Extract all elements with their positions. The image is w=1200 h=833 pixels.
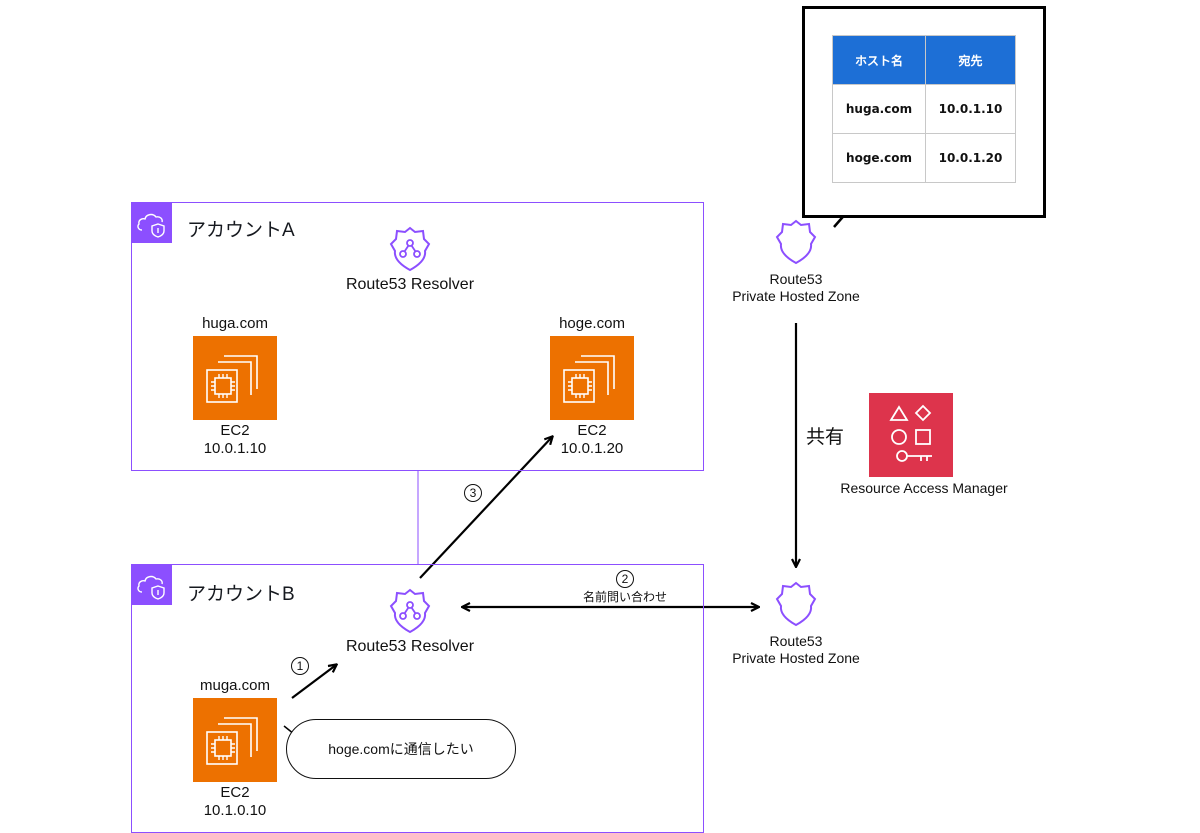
resolver-b-label: Route53 Resolver xyxy=(345,638,475,655)
ec2-icon xyxy=(550,336,634,420)
resolver-a-label: Route53 Resolver xyxy=(345,276,475,293)
ec2-hoge-ip: 10.0.1.20 xyxy=(560,440,624,457)
account-b-title: アカウントB xyxy=(187,584,295,605)
account-a-title: アカウントA xyxy=(187,220,295,241)
host-table-header-destination: 宛先 xyxy=(925,35,1016,85)
ec2-huga-host: huga.com xyxy=(202,315,268,332)
phz-bottom-line2: Private Hosted Zone xyxy=(732,650,860,666)
speech-bubble: hoge.comに通信したい xyxy=(286,719,516,779)
host-table: ホスト名 宛先 huga.com 10.0.1.10 hoge.com 10.0… xyxy=(832,35,1016,183)
step2-number: 2 xyxy=(616,570,634,588)
ec2-huga-type: EC2 xyxy=(220,422,250,439)
speech-bubble-text: hoge.comに通信したい xyxy=(328,741,474,757)
step1-arrow xyxy=(291,665,336,699)
ec2-icon xyxy=(193,336,277,420)
table-cell-destination: 10.0.1.10 xyxy=(925,84,1016,134)
phz-bottom-line1: Route53 xyxy=(769,633,823,649)
ec2-huga-ip: 10.0.1.10 xyxy=(203,440,267,457)
table-row: hoge.com 10.0.1.20 xyxy=(832,133,1016,183)
ec2-muga-ip: 10.1.0.10 xyxy=(203,802,267,819)
host-table-header-hostname: ホスト名 xyxy=(832,35,926,85)
phz-top-line1: Route53 xyxy=(769,271,823,287)
route53-hosted-zone-icon xyxy=(772,580,820,628)
cloud-account-icon xyxy=(132,565,172,605)
resource-access-manager-icon xyxy=(869,393,953,477)
ec2-hoge-type: EC2 xyxy=(577,422,607,439)
route53-resolver-icon xyxy=(386,587,434,635)
cloud-account-icon xyxy=(132,203,172,243)
ec2-muga-type: EC2 xyxy=(220,784,250,801)
table-cell-hostname: hoge.com xyxy=(832,133,926,183)
table-cell-destination: 10.0.1.20 xyxy=(925,133,1016,183)
ram-label: Resource Access Manager xyxy=(840,480,1008,496)
step1-number: 1 xyxy=(291,657,309,675)
step3-arrow xyxy=(419,437,552,579)
share-label: 共有 xyxy=(805,427,844,448)
step2-label: 名前問い合わせ xyxy=(582,590,667,604)
ec2-hoge-host: hoge.com xyxy=(559,315,625,332)
step3-number: 3 xyxy=(464,484,482,502)
account-a-box: アカウントA xyxy=(131,202,704,471)
phz-top-line2: Private Hosted Zone xyxy=(732,288,860,304)
route53-hosted-zone-icon xyxy=(772,218,820,266)
table-row: huga.com 10.0.1.10 xyxy=(832,84,1016,134)
route53-resolver-icon xyxy=(386,225,434,273)
ec2-muga-host: muga.com xyxy=(199,677,271,694)
table-cell-hostname: huga.com xyxy=(832,84,926,134)
ec2-icon xyxy=(193,698,277,782)
